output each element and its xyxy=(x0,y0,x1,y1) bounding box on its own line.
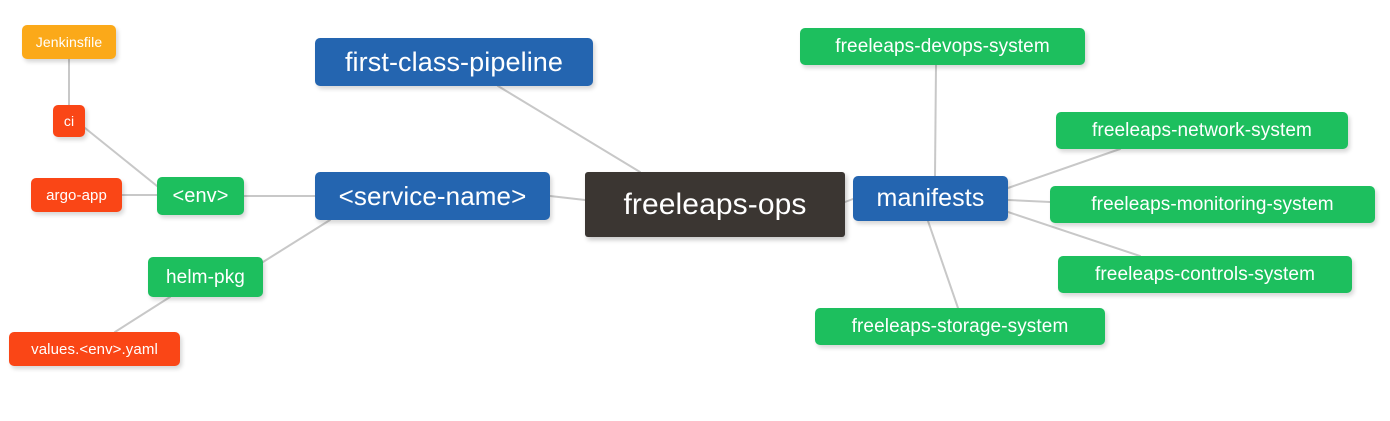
node-freeleaps-devops-system[interactable]: freeleaps-devops-system xyxy=(800,28,1085,65)
node-label-argo-app: argo-app xyxy=(46,186,107,204)
node-label-ci: ci xyxy=(63,113,75,129)
edge-e-pipeline-root xyxy=(497,85,641,173)
node-label-freeleaps-storage-system: freeleaps-storage-system xyxy=(851,316,1069,337)
node-label-jenkinsfile: Jenkinsfile xyxy=(35,34,103,50)
node-freeleaps-network-system[interactable]: freeleaps-network-system xyxy=(1056,112,1348,149)
edge-e-service-root xyxy=(549,195,586,201)
node-label-freeleaps-controls-system: freeleaps-controls-system xyxy=(1094,264,1316,285)
node-freeleaps-monitoring-system[interactable]: freeleaps-monitoring-system xyxy=(1050,186,1375,223)
node-label-freeleaps-monitoring-system: freeleaps-monitoring-system xyxy=(1091,194,1334,215)
node-label-freeleaps-devops-system: freeleaps-devops-system xyxy=(835,36,1050,57)
node-first-class-pipeline[interactable]: first-class-pipeline xyxy=(315,38,593,86)
node-label-first-class-pipeline: first-class-pipeline xyxy=(344,46,564,77)
node-label-helm-pkg: helm-pkg xyxy=(166,266,245,288)
node-env[interactable]: <env> xyxy=(157,177,244,215)
node-label-env: <env> xyxy=(172,185,229,207)
node-argo-app[interactable]: argo-app xyxy=(31,178,122,212)
node-label-freeleaps-ops: freeleaps-ops xyxy=(623,187,807,221)
node-freeleaps-controls-system[interactable]: freeleaps-controls-system xyxy=(1058,256,1352,293)
node-freeleaps-ops[interactable]: freeleaps-ops xyxy=(585,172,845,237)
edge-e-manifests-storage xyxy=(927,220,959,309)
node-label-values-yaml: values.<env>.yaml xyxy=(31,340,158,358)
edge-e-root-manifests xyxy=(844,198,854,203)
node-service-name[interactable]: <service-name> xyxy=(315,172,550,220)
node-helm-pkg[interactable]: helm-pkg xyxy=(148,257,263,297)
edge-e-helm-values xyxy=(114,296,171,333)
node-jenkinsfile[interactable]: Jenkinsfile xyxy=(22,25,116,59)
edge-e-manifests-devops xyxy=(934,64,937,177)
node-label-manifests: manifests xyxy=(876,184,985,212)
node-label-freeleaps-network-system: freeleaps-network-system xyxy=(1092,120,1312,141)
edge-e-manifests-network xyxy=(1007,148,1121,189)
node-ci[interactable]: ci xyxy=(53,105,85,137)
node-manifests[interactable]: manifests xyxy=(853,176,1008,221)
edge-e-manifests-monitoring xyxy=(1007,199,1051,203)
node-label-service-name: <service-name> xyxy=(338,181,527,211)
node-values-yaml[interactable]: values.<env>.yaml xyxy=(9,332,180,366)
edge-e-service-helm xyxy=(262,219,331,263)
node-freeleaps-storage-system[interactable]: freeleaps-storage-system xyxy=(815,308,1105,345)
